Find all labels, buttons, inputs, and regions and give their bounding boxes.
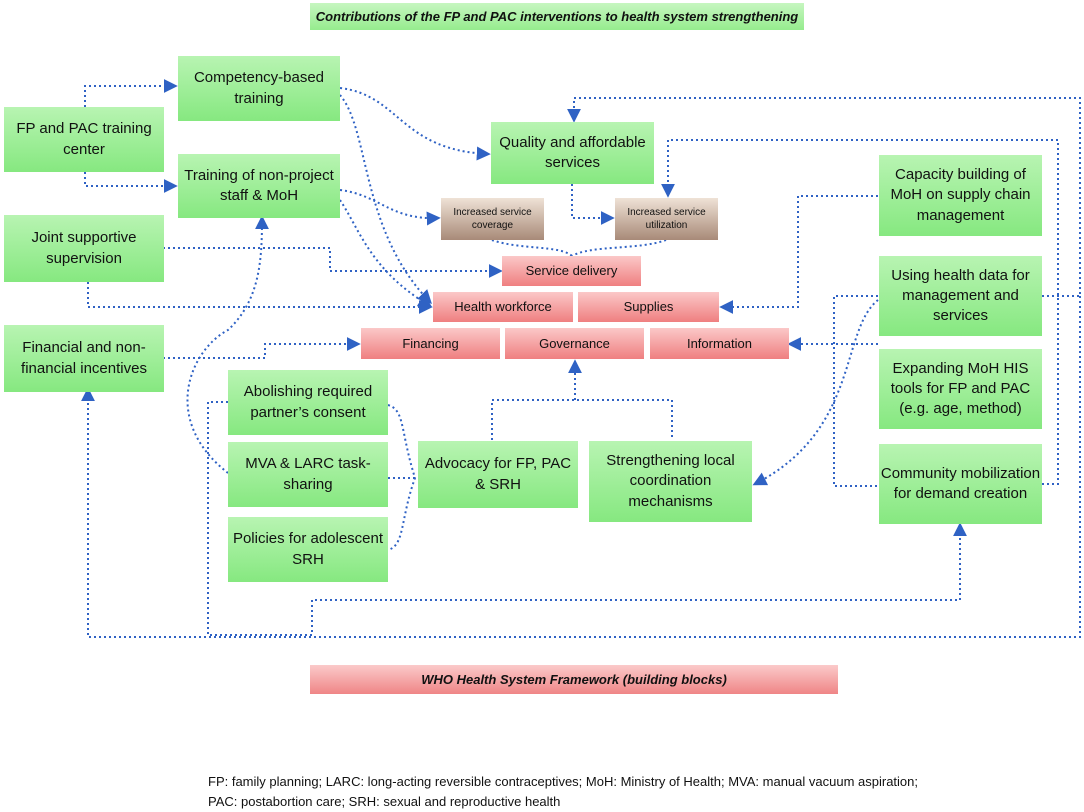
connector-competency-workforce: [339, 94, 432, 305]
header-title: Contributions of the FP and PAC interven…: [310, 3, 804, 30]
connector-advocacy-governance: [491, 399, 673, 440]
box-advocacy: Advocacy for FP, PAC & SRH: [418, 441, 578, 508]
connector-supervision-servicedelivery: [163, 247, 503, 278]
box-training-non-project-staff: Training of non-project staff & MoH: [178, 154, 340, 218]
box-expanding-his-tools: Expanding MoH HIS tools for FP and PAC (…: [879, 349, 1042, 429]
box-capacity-building-supply-chain: Capacity building of MoH on supply chain…: [879, 155, 1042, 236]
footer-title: WHO Health System Framework (building bl…: [310, 665, 838, 694]
box-quality-affordable-services: Quality and affordable services: [491, 122, 654, 184]
connector-incentives-financing: [163, 337, 361, 359]
connector-utilization-servicedelivery: [571, 239, 667, 257]
box-increased-service-utilization: Increased service utilization: [615, 198, 718, 240]
box-policies-adolescent-srh: Policies for adolescent SRH: [228, 517, 388, 582]
box-mva-larc-task-sharing: MVA & LARC task-sharing: [228, 442, 388, 507]
connector-outer-loop: [81, 296, 1081, 638]
box-financial-incentives: Financial and non-financial incentives: [4, 325, 164, 392]
box-joint-supportive-supervision: Joint supportive supervision: [4, 215, 164, 282]
connector-trainingcenter-competency: [84, 79, 178, 107]
block-supplies: Supplies: [578, 292, 719, 322]
connector-competency-quality: [339, 87, 491, 161]
connector-coverage-servicedelivery: [491, 239, 573, 257]
connector-nonproject-workforce: [339, 199, 433, 308]
connector-abolishing-community: [207, 401, 967, 636]
footnote-line-1: FP: family planning; LARC: long-acting r…: [208, 774, 918, 789]
block-service-delivery: Service delivery: [502, 256, 641, 286]
connector-quality-utilization: [571, 184, 615, 225]
connector-policies-group: [387, 404, 417, 551]
box-abolishing-partner-consent: Abolishing required partner’s consent: [228, 370, 388, 435]
box-competency-based-training: Competency-based training: [178, 56, 340, 121]
block-governance: Governance: [505, 328, 644, 359]
connector-trainingcenter-nonproject: [84, 172, 178, 193]
connector-his-coordination: [833, 295, 878, 487]
connector-supervision-workforce: [87, 282, 433, 314]
box-fp-pac-training-center: FP and PAC training center: [4, 107, 164, 172]
connector-usingdata-quality: [567, 97, 1081, 297]
box-strengthening-coordination: Strengthening local coordination mechani…: [589, 441, 752, 522]
block-financing: Financing: [361, 328, 500, 359]
box-using-health-data: Using health data for management and ser…: [879, 256, 1042, 336]
connector-nonproject-coverage: [339, 189, 441, 226]
footnote: FP: family planning; LARC: long-acting r…: [208, 772, 988, 811]
connector-mva-nonproject: [186, 215, 269, 474]
block-information: Information: [650, 328, 789, 359]
connector-community-utilization: [661, 139, 1059, 485]
connector-supplychain-supplies: [719, 195, 878, 314]
box-community-mobilization: Community mobilization for demand creati…: [879, 444, 1042, 524]
block-health-workforce: Health workforce: [433, 292, 573, 322]
connector-data-coordination: [752, 299, 879, 486]
footnote-line-2: PAC: postabortion care; SRH: sexual and …: [208, 793, 561, 809]
box-increased-service-coverage: Increased service coverage: [441, 198, 544, 240]
